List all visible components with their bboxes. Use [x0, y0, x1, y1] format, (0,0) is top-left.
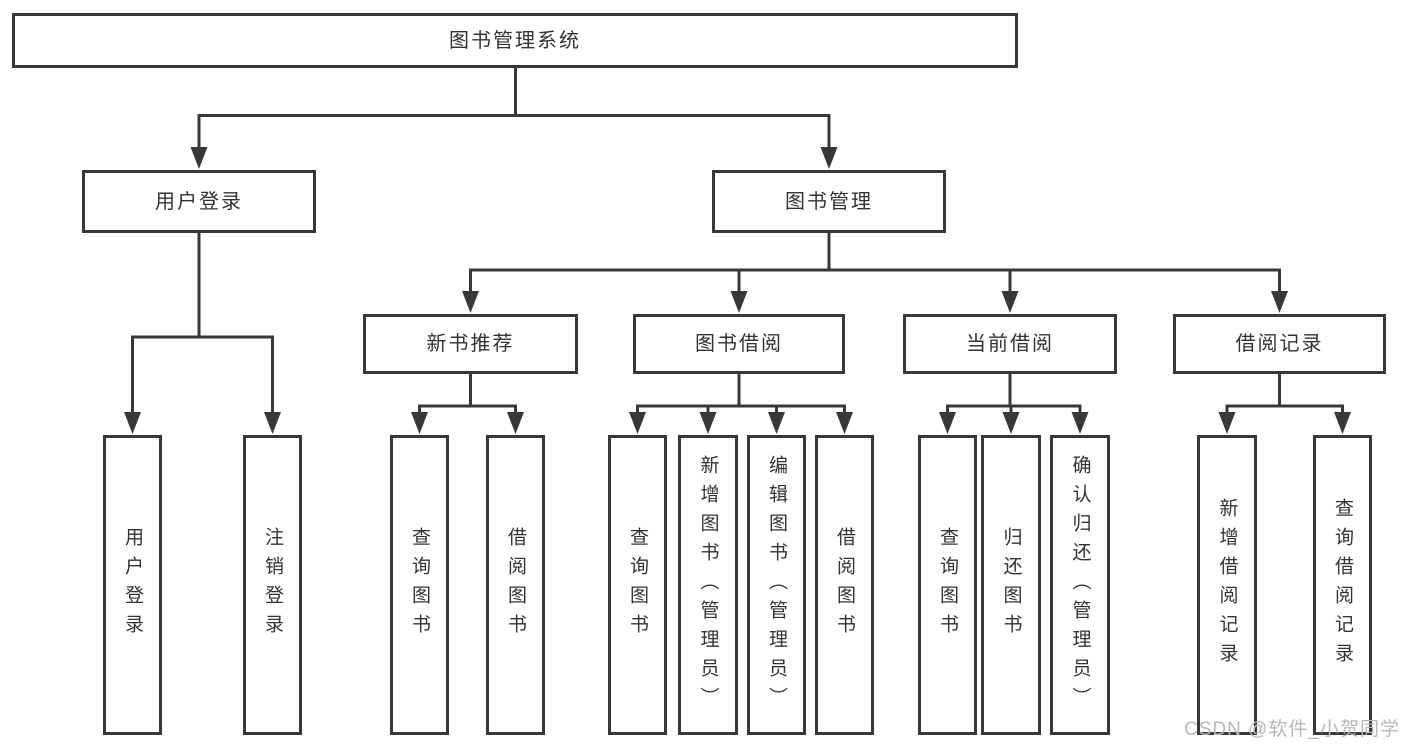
leaf-br-query-borrow-record: 查询借阅记录 [1313, 435, 1372, 735]
csdn-watermark: CSDN @软件_小贺同学 [1184, 719, 1400, 740]
node-root-library-management-system: 图书管理系统 [12, 13, 1018, 68]
node-book-management: 图书管理 [712, 170, 946, 233]
node-user-login: 用户登录 [82, 170, 316, 233]
leaf-nbr-query-books: 查询图书 [390, 435, 449, 735]
node-current-borrowing: 当前借阅 [903, 314, 1117, 374]
leaf-br-add-borrow-record: 新增借阅记录 [1197, 435, 1257, 735]
leaf-bb-add-book-admin: 新增图书（管理员） [678, 435, 738, 735]
leaf-bb-borrow-books: 借阅图书 [815, 435, 874, 735]
leaf-bb-query-books: 查询图书 [608, 435, 667, 735]
leaf-bb-edit-book-admin: 编辑图书（管理员） [747, 435, 806, 735]
node-book-borrowing: 图书借阅 [633, 314, 845, 374]
leaf-nbr-borrow-books: 借阅图书 [486, 435, 545, 735]
leaf-cb-return-books: 归还图书 [981, 435, 1041, 735]
node-new-book-recommendation: 新书推荐 [363, 314, 578, 374]
leaf-cb-confirm-return-admin: 确认归还（管理员） [1050, 435, 1110, 735]
node-borrowing-records: 借阅记录 [1173, 314, 1386, 374]
leaf-cb-query-books: 查询图书 [918, 435, 977, 735]
leaf-user-login: 用户登录 [103, 435, 162, 735]
leaf-logout: 注销登录 [243, 435, 302, 735]
